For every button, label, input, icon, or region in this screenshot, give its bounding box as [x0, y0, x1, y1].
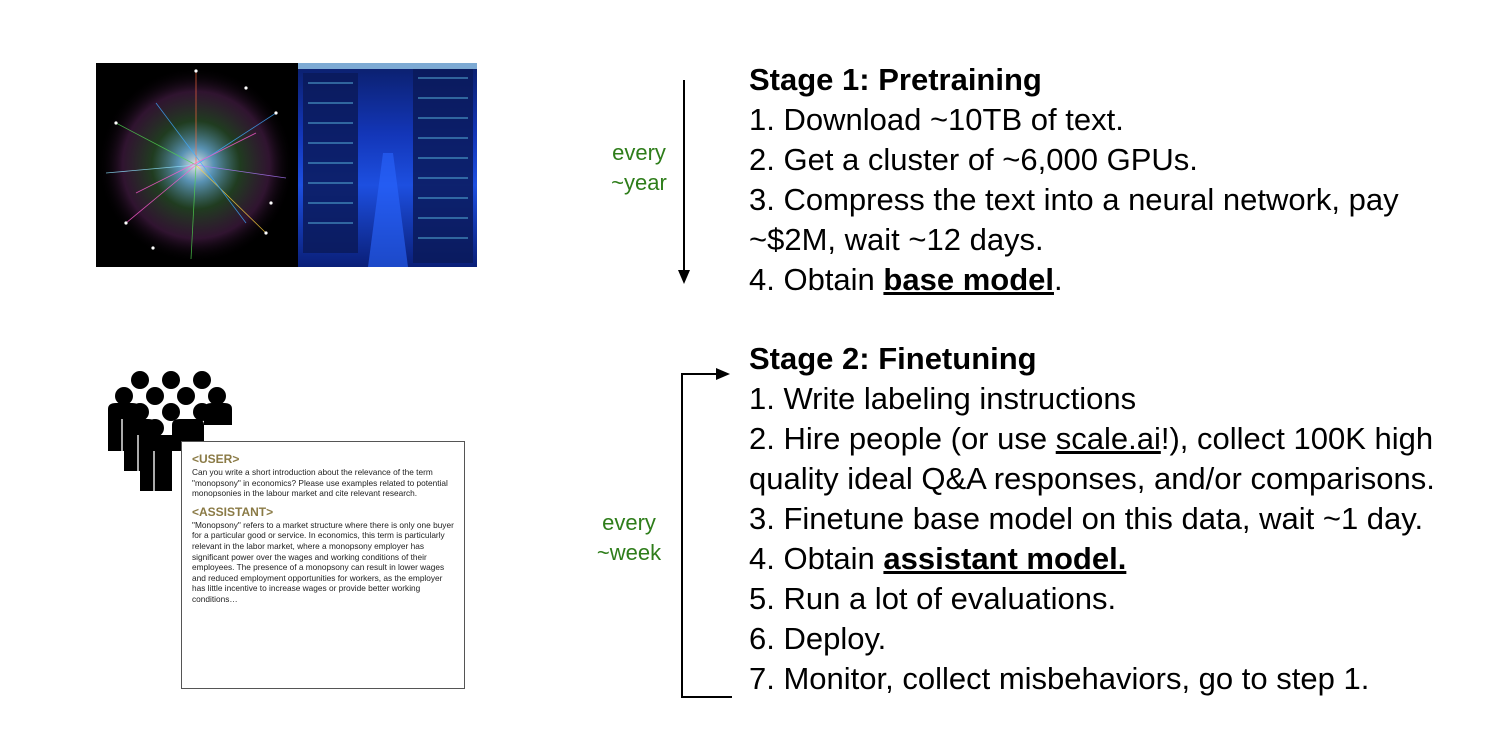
- stage1-title: Stage 1: Pretraining: [749, 62, 1042, 97]
- assistant-message: "Monopsony" refers to a market structure…: [192, 519, 454, 604]
- stage2-loop-arrow: [681, 368, 732, 698]
- stage1-cadence-line1: every: [612, 140, 666, 165]
- stage1-step-4: 4. Obtain base model.: [749, 260, 1399, 300]
- people-crowd-icon: [108, 371, 232, 495]
- stage2-step-7: 7. Monitor, collect misbehaviors, go to …: [749, 661, 1370, 696]
- stage2-title: Stage 2: Finetuning: [749, 341, 1037, 376]
- stage2-step-1: 1. Write labeling instructions: [749, 381, 1137, 416]
- stage2-step-5: 5. Run a lot of evaluations.: [749, 581, 1117, 616]
- assistant-role-label: <ASSISTANT>: [192, 504, 274, 519]
- stage1-cadence-line2: ~year: [611, 170, 667, 195]
- stage1-block: Stage 1: Pretraining 1. Download ~10TB o…: [749, 60, 1399, 300]
- stage2-block: Stage 2: Finetuning 1. Write labeling in…: [749, 339, 1435, 699]
- stage1-cadence-label: every ~year: [594, 138, 684, 198]
- scale-ai-link[interactable]: scale.ai: [1055, 421, 1161, 456]
- stage2-step-4: 4. Obtain assistant model.: [749, 539, 1435, 579]
- stage1-step-3a: 3. Compress the text into a neural netwo…: [749, 182, 1399, 217]
- stage2-step-4-prefix: 4. Obtain: [749, 541, 884, 576]
- stage1-step-2: 2. Get a cluster of ~6,000 GPUs.: [749, 142, 1198, 177]
- stage2-cadence-label: every ~week: [584, 508, 674, 568]
- stage2-cadence-line1: every: [602, 510, 656, 535]
- stage2-step-2b: quality ideal Q&A responses, and/or comp…: [749, 461, 1435, 496]
- user-message: Can you write a short introduction about…: [192, 467, 448, 499]
- stage2-step-6: 6. Deploy.: [749, 621, 887, 656]
- pretraining-photo: [96, 63, 477, 267]
- stage1-step-4-prefix: 4. Obtain: [749, 262, 884, 297]
- stage1-cadence-arrow: [678, 80, 690, 284]
- stage1-step-4-suffix: .: [1053, 262, 1063, 297]
- gpu-datacenter-image: [298, 63, 477, 267]
- stage2-step-2-suffix: !), collect 100K high: [1160, 421, 1434, 456]
- stage2-step-3: 3. Finetune base model on this data, wai…: [749, 501, 1424, 536]
- stage2-cadence-line2: ~week: [596, 540, 662, 565]
- base-model-emphasis: base model: [883, 262, 1054, 297]
- stage2-step-2-prefix: 2. Hire people (or use: [749, 421, 1056, 456]
- stage1-step-3b: ~$2M, wait ~12 days.: [749, 222, 1044, 257]
- internet-graph-image: [96, 63, 296, 267]
- user-role-label: <USER>: [192, 452, 240, 466]
- assistant-model-emphasis: assistant model.: [883, 541, 1127, 576]
- chat-example-card: <USER> Can you write a short introductio…: [181, 441, 465, 689]
- stage1-step-1: 1. Download ~10TB of text.: [749, 102, 1124, 137]
- stage2-step-2: 2. Hire people (or use scale.ai!), colle…: [749, 419, 1435, 459]
